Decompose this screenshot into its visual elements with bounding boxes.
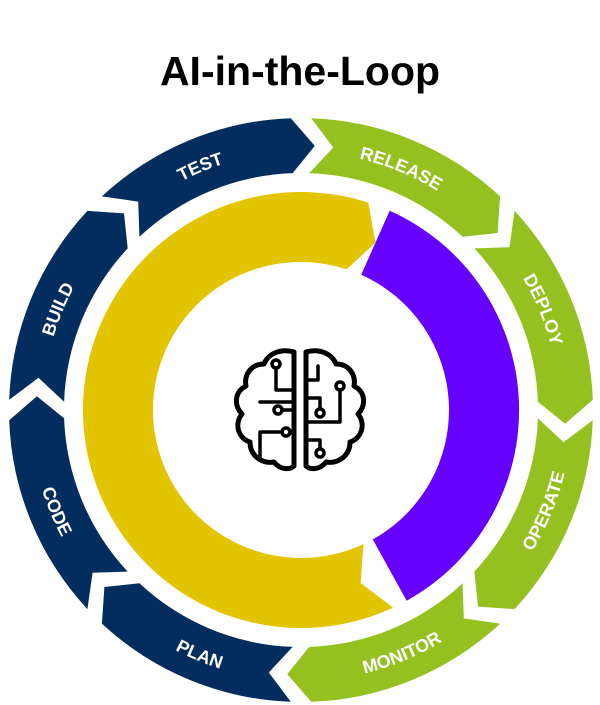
segment-test: TEST — [101, 118, 315, 237]
segment-monitor: MONITOR — [287, 583, 501, 702]
segment-operate: OPERATE — [474, 418, 593, 610]
segment-deploy-shape — [474, 210, 593, 424]
segment-release-shape — [309, 118, 501, 237]
ai-arc-purple — [361, 210, 520, 601]
segment-release: RELEASE — [309, 118, 501, 237]
inner-ring — [82, 192, 520, 629]
segment-plan: PLAN — [101, 583, 293, 702]
outer-ring: RELEASEDEPLOYOPERATEMONITORPLANCODEBUILD… — [9, 118, 593, 702]
page-title: AI-in-the-Loop — [159, 48, 441, 94]
segment-monitor-shape — [287, 583, 501, 702]
segment-code: CODE — [9, 396, 128, 610]
ai-arc-yellow — [82, 192, 394, 629]
segment-deploy: DEPLOY — [474, 210, 593, 424]
segment-test-shape — [101, 118, 315, 237]
segment-code-shape — [9, 396, 128, 610]
segment-plan-shape — [101, 583, 293, 702]
brain-circuit-icon — [234, 348, 366, 472]
segment-build: BUILD — [9, 210, 128, 402]
segment-operate-shape — [474, 418, 593, 610]
segment-build-shape — [9, 210, 128, 402]
